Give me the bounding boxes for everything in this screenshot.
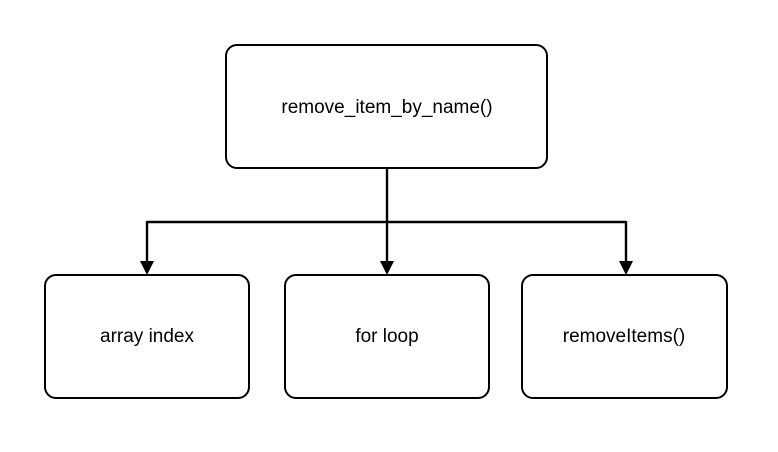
node-child-3-label: removeItems() bbox=[563, 326, 685, 347]
arrowhead-child-3-icon bbox=[619, 261, 633, 275]
node-child-2-box[interactable] bbox=[284, 274, 490, 399]
node-child-2[interactable]: for loop bbox=[284, 274, 490, 399]
arrowhead-child-1-icon bbox=[140, 261, 154, 275]
node-child-3[interactable]: removeItems() bbox=[521, 274, 728, 399]
node-root[interactable]: remove_item_by_name() bbox=[225, 44, 548, 169]
node-child-1-box[interactable] bbox=[44, 274, 250, 399]
arrowhead-child-2-icon bbox=[380, 261, 394, 275]
node-root-label: remove_item_by_name() bbox=[281, 97, 492, 118]
node-child-1-label: array index bbox=[100, 326, 194, 347]
node-root-box[interactable] bbox=[225, 44, 548, 169]
node-child-1[interactable]: array index bbox=[44, 274, 250, 399]
node-child-3-box[interactable] bbox=[521, 274, 728, 399]
edge-group bbox=[140, 168, 633, 275]
node-child-2-label: for loop bbox=[355, 326, 418, 347]
